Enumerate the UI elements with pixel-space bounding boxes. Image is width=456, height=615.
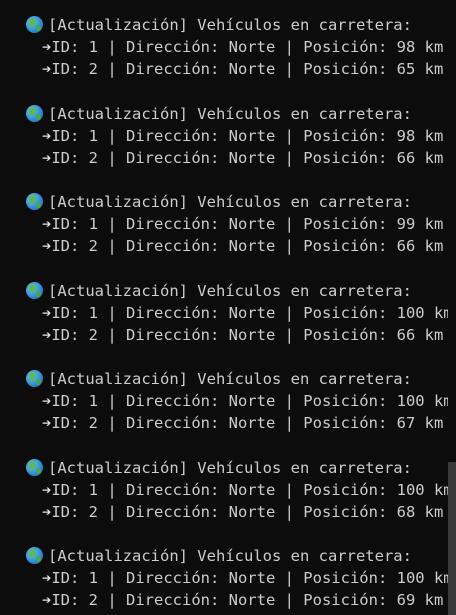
right-arrow-icon: ➔	[42, 591, 52, 609]
update-header: [Actualización] Vehículos en carretera:	[0, 14, 456, 36]
right-arrow-icon: ➔	[42, 304, 52, 322]
right-arrow-icon: ➔	[42, 569, 52, 587]
globe-icon	[26, 105, 43, 122]
vehicle-line: ➔ID: 1 | Dirección: Norte | Posición: 10…	[0, 479, 456, 501]
vehicle-line-text: ID: 2 | Dirección: Norte | Posición: 69 …	[51, 591, 444, 609]
vehicle-line: ➔ID: 1 | Dirección: Norte | Posición: 10…	[0, 302, 456, 324]
update-header: [Actualización] Vehículos en carretera:	[0, 368, 456, 390]
vehicle-line: ➔ID: 2 | Dirección: Norte | Posición: 66…	[0, 147, 456, 169]
globe-icon	[26, 282, 43, 299]
vehicle-line: ➔ID: 1 | Dirección: Norte | Posición: 10…	[0, 390, 456, 412]
vehicle-line-text: ID: 1 | Dirección: Norte | Posición: 99 …	[51, 215, 444, 233]
vehicle-line: ➔ID: 2 | Dirección: Norte | Posición: 69…	[0, 589, 456, 611]
update-header: [Actualización] Vehículos en carretera:	[0, 280, 456, 302]
globe-icon	[26, 459, 43, 476]
vertical-scrollbar[interactable]	[448, 0, 456, 615]
vehicle-line-text: ID: 2 | Dirección: Norte | Posición: 68 …	[51, 503, 444, 521]
update-header: [Actualización] Vehículos en carretera:	[0, 457, 456, 479]
right-arrow-icon: ➔	[42, 392, 52, 410]
vehicle-line: ➔ID: 2 | Dirección: Norte | Posición: 66…	[0, 235, 456, 257]
right-arrow-icon: ➔	[42, 326, 52, 344]
vehicle-line: ➔ID: 1 | Dirección: Norte | Posición: 10…	[0, 567, 456, 589]
update-header-text: [Actualización] Vehículos en carretera:	[48, 459, 412, 477]
update-header: [Actualización] Vehículos en carretera:	[0, 191, 456, 213]
update-header-text: [Actualización] Vehículos en carretera:	[48, 370, 412, 388]
vehicle-line-text: ID: 2 | Dirección: Norte | Posición: 65 …	[51, 60, 444, 78]
right-arrow-icon: ➔	[42, 149, 52, 167]
globe-icon	[26, 370, 43, 387]
update-header: [Actualización] Vehículos en carretera:	[0, 545, 456, 567]
update-block: [Actualización] Vehículos en carretera: …	[0, 545, 456, 611]
vehicle-line-text: ID: 1 | Dirección: Norte | Posición: 100…	[51, 304, 453, 322]
update-header: [Actualización] Vehículos en carretera:	[0, 103, 456, 125]
right-arrow-icon: ➔	[42, 215, 52, 233]
vehicle-line-text: ID: 1 | Dirección: Norte | Posición: 98 …	[51, 127, 444, 145]
update-header-text: [Actualización] Vehículos en carretera:	[48, 547, 412, 565]
vehicle-line: ➔ID: 1 | Dirección: Norte | Posición: 99…	[0, 213, 456, 235]
update-block: [Actualización] Vehículos en carretera: …	[0, 191, 456, 257]
vehicle-line-text: ID: 1 | Dirección: Norte | Posición: 98 …	[51, 38, 444, 56]
right-arrow-icon: ➔	[42, 481, 52, 499]
globe-icon	[26, 193, 43, 210]
right-arrow-icon: ➔	[42, 127, 52, 145]
vehicle-line-text: ID: 1 | Dirección: Norte | Posición: 100…	[51, 569, 453, 587]
vehicle-line-text: ID: 1 | Dirección: Norte | Posición: 100…	[51, 481, 453, 499]
vehicle-line: ➔ID: 2 | Dirección: Norte | Posición: 68…	[0, 501, 456, 523]
update-block: [Actualización] Vehículos en carretera: …	[0, 457, 456, 523]
globe-icon	[26, 547, 43, 564]
globe-icon	[26, 16, 43, 33]
vehicle-line: ➔ID: 2 | Dirección: Norte | Posición: 67…	[0, 412, 456, 434]
update-block: [Actualización] Vehículos en carretera: …	[0, 368, 456, 434]
update-block: [Actualización] Vehículos en carretera: …	[0, 280, 456, 346]
vehicle-line-text: ID: 2 | Dirección: Norte | Posición: 66 …	[51, 237, 444, 255]
right-arrow-icon: ➔	[42, 414, 52, 432]
update-header-text: [Actualización] Vehículos en carretera:	[48, 193, 412, 211]
vehicle-line: ➔ID: 1 | Dirección: Norte | Posición: 98…	[0, 36, 456, 58]
right-arrow-icon: ➔	[42, 503, 52, 521]
right-arrow-icon: ➔	[42, 38, 52, 56]
vehicle-line-text: ID: 2 | Dirección: Norte | Posición: 66 …	[51, 149, 444, 167]
vehicle-line: ➔ID: 2 | Dirección: Norte | Posición: 66…	[0, 324, 456, 346]
vehicle-line: ➔ID: 2 | Dirección: Norte | Posición: 65…	[0, 58, 456, 80]
vehicle-line-text: ID: 2 | Dirección: Norte | Posición: 66 …	[51, 326, 444, 344]
update-block: [Actualización] Vehículos en carretera: …	[0, 103, 456, 169]
update-header-text: [Actualización] Vehículos en carretera:	[48, 105, 412, 123]
update-block: [Actualización] Vehículos en carretera: …	[0, 14, 456, 80]
vehicle-line-text: ID: 1 | Dirección: Norte | Posición: 100…	[51, 392, 453, 410]
update-header-text: [Actualización] Vehículos en carretera:	[48, 282, 412, 300]
right-arrow-icon: ➔	[42, 60, 52, 78]
vehicle-line-text: ID: 2 | Dirección: Norte | Posición: 67 …	[51, 414, 444, 432]
update-header-text: [Actualización] Vehículos en carretera:	[48, 16, 412, 34]
scrollbar-thumb[interactable]	[448, 462, 456, 615]
right-arrow-icon: ➔	[42, 237, 52, 255]
vehicle-line: ➔ID: 1 | Dirección: Norte | Posición: 98…	[0, 125, 456, 147]
